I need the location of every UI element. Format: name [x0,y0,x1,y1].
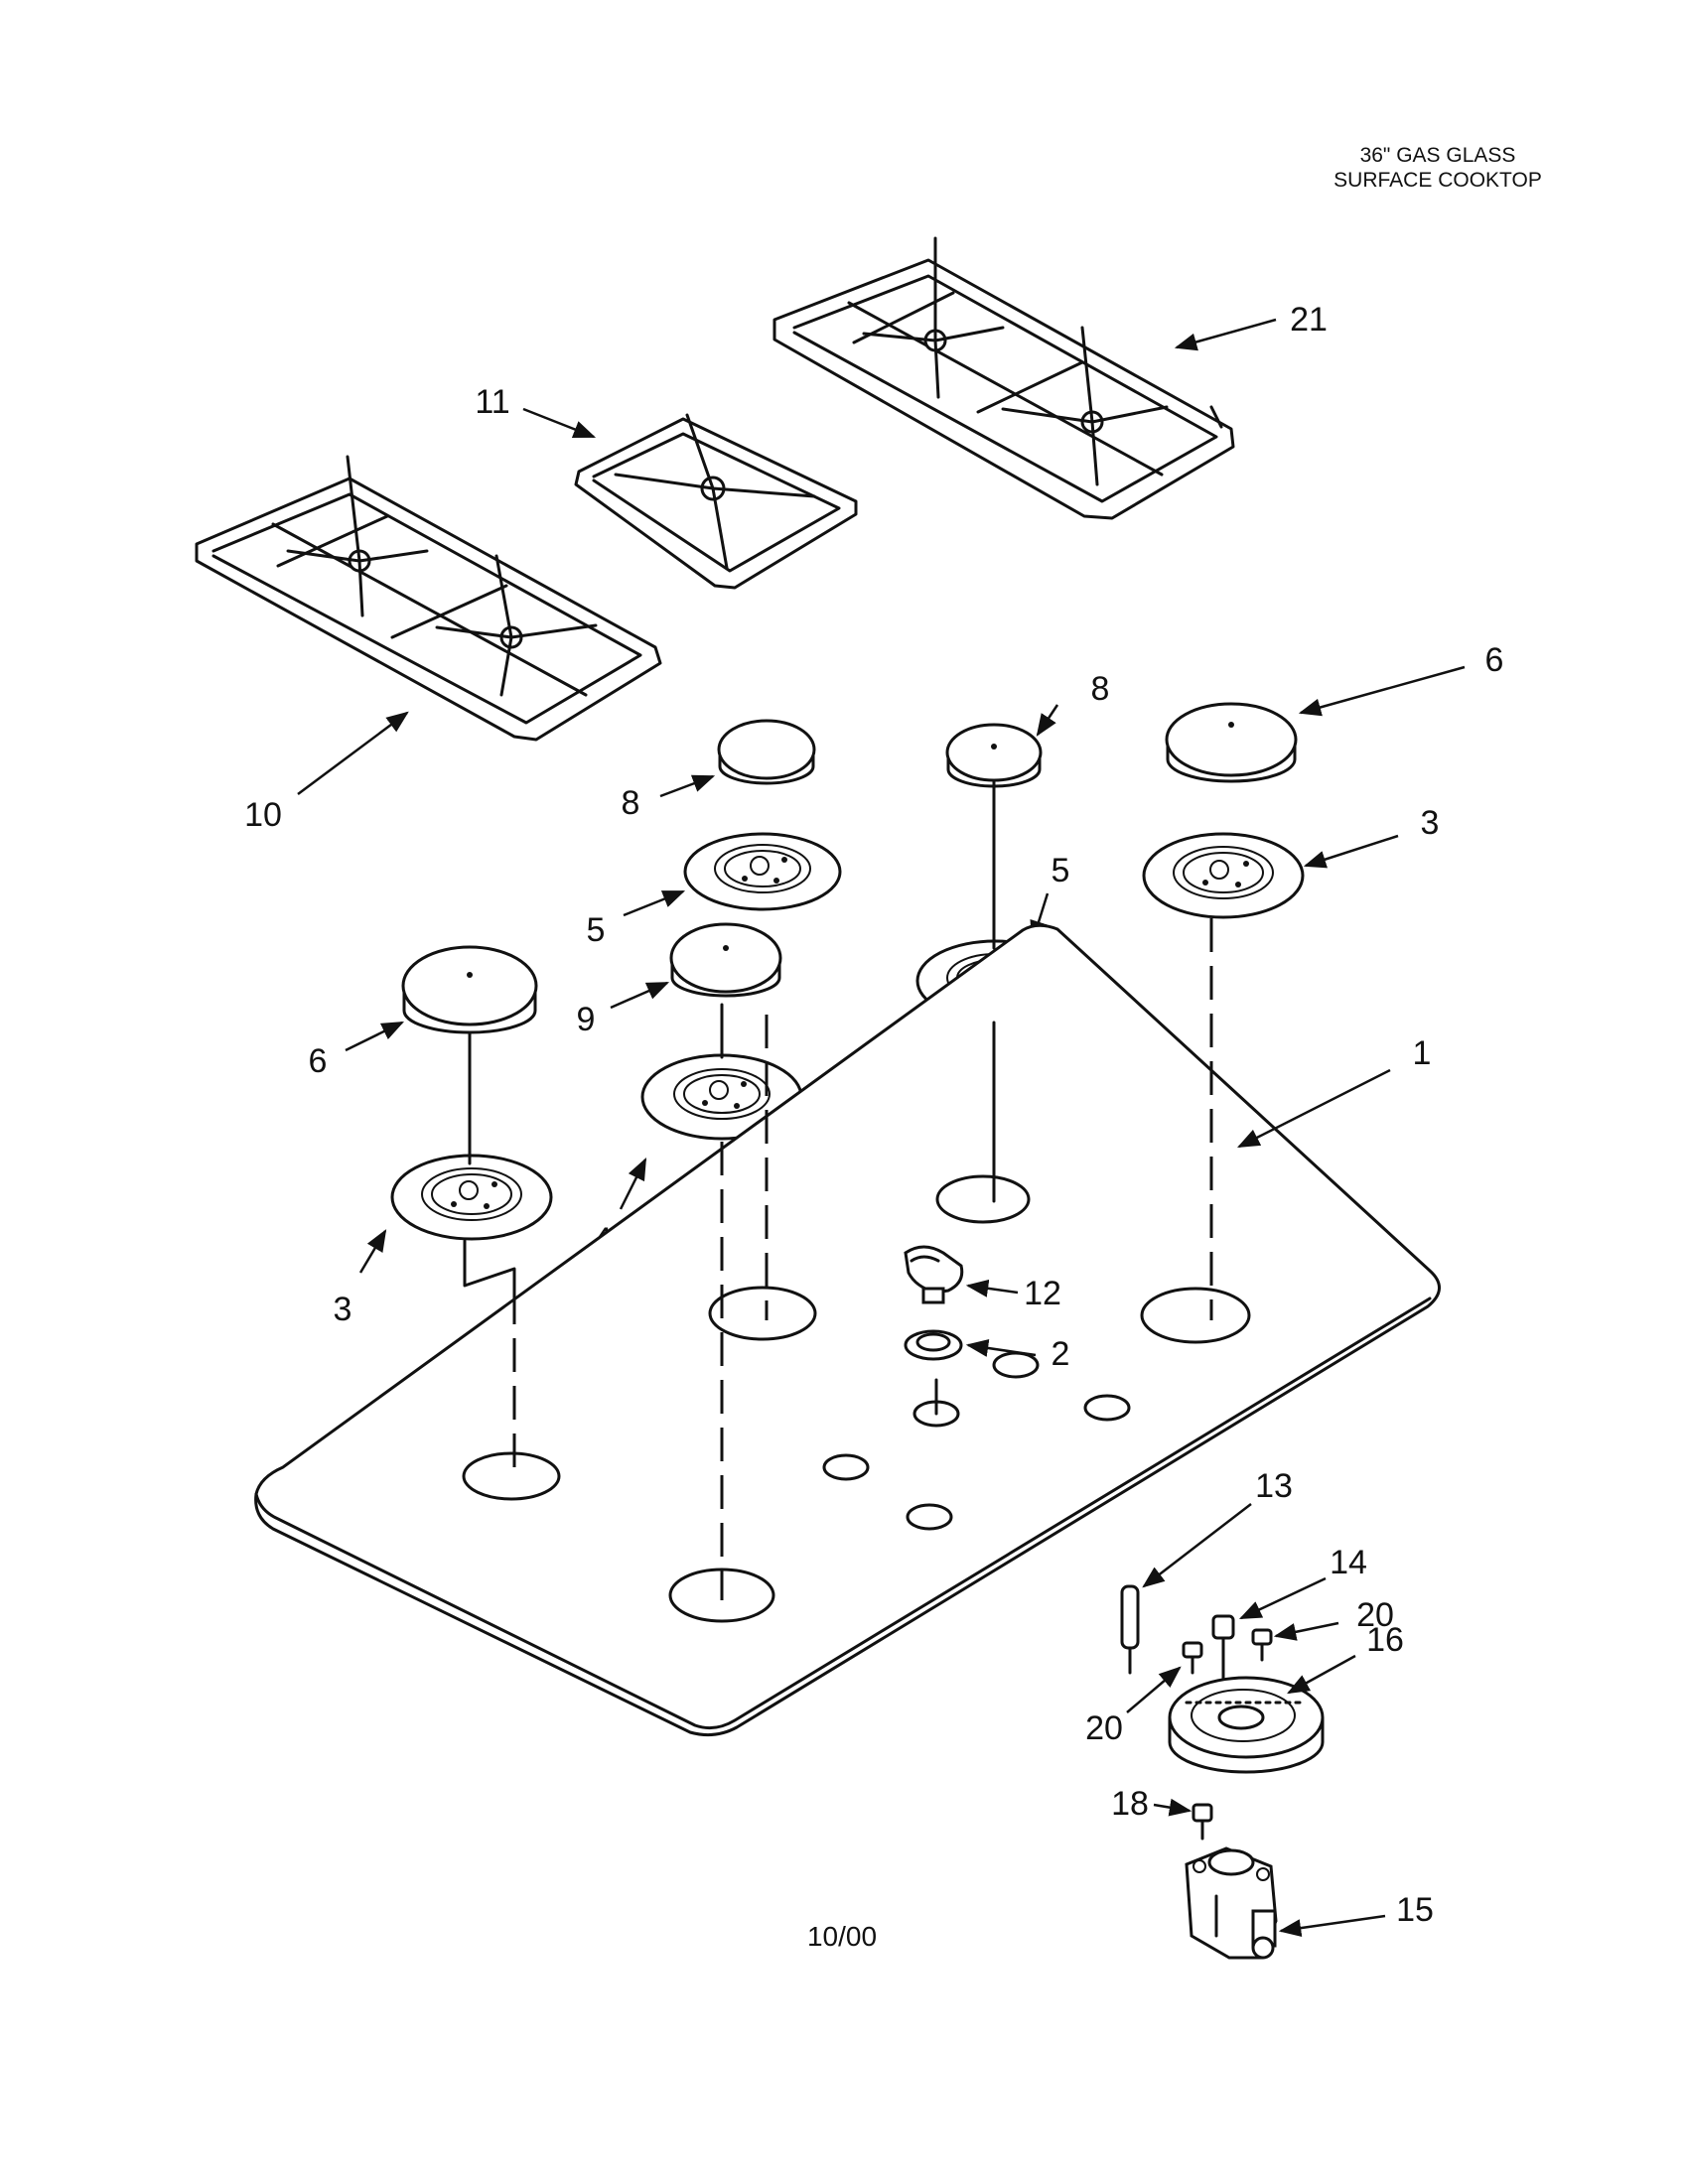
callout-18: 18 [1111,1785,1149,1823]
callout-16: 16 [1366,1621,1404,1659]
callout-14: 14 [1330,1544,1367,1581]
callout-11: 11 [475,383,509,421]
callout-8-left: 8 [622,784,640,822]
glass-cooktop [254,923,1441,1737]
spark-electrode [1120,1584,1140,1675]
diagram-title-line2: SURFACE COOKTOP [1333,169,1542,192]
callout-20-right: 20 [1356,1596,1394,1634]
screw-20-right [1251,1628,1273,1662]
callout-3-right: 3 [1421,804,1440,842]
callout-10: 10 [244,796,282,834]
grate-left [195,455,662,742]
callout-5-left: 5 [587,911,606,949]
callout-1: 1 [1413,1034,1432,1072]
burner-base [1168,1676,1325,1774]
callout-6-right: 6 [1485,641,1504,679]
burner-cap-large-right [1165,702,1298,783]
screw-18 [1192,1803,1213,1841]
grate-right [772,236,1235,520]
grate-center [574,413,858,590]
burner-cap-medium [669,922,782,998]
callout-9: 9 [577,1001,596,1038]
gas-valve [1185,1846,1278,1960]
revision-date: 10/00 [807,1921,877,1952]
callout-5-right: 5 [1052,852,1070,889]
control-knob [904,1245,964,1304]
burner-head-3-left [390,1154,553,1241]
burner-head-3-right [1142,832,1305,919]
screw-20-left [1182,1641,1203,1675]
callout-13: 13 [1255,1467,1293,1505]
diagram-title-line1: 36" GAS GLASS [1360,144,1516,167]
assembly-centerlines [463,779,1213,1600]
burner-cap-small-left [717,719,816,785]
burner-cap-large-left [401,945,538,1034]
callout-12: 12 [1024,1275,1061,1312]
callout-3-left: 3 [334,1291,352,1328]
callout-15: 15 [1396,1891,1434,1929]
callout-21: 21 [1290,301,1328,339]
callout-20-left: 20 [1085,1709,1123,1747]
burner-head-5-left [683,832,842,911]
burner-cap-small-right [945,723,1043,788]
callout-2: 2 [1052,1335,1070,1373]
callout-6-left: 6 [309,1042,328,1080]
callout-8-right: 8 [1091,670,1110,708]
knob-bezel [904,1329,963,1361]
